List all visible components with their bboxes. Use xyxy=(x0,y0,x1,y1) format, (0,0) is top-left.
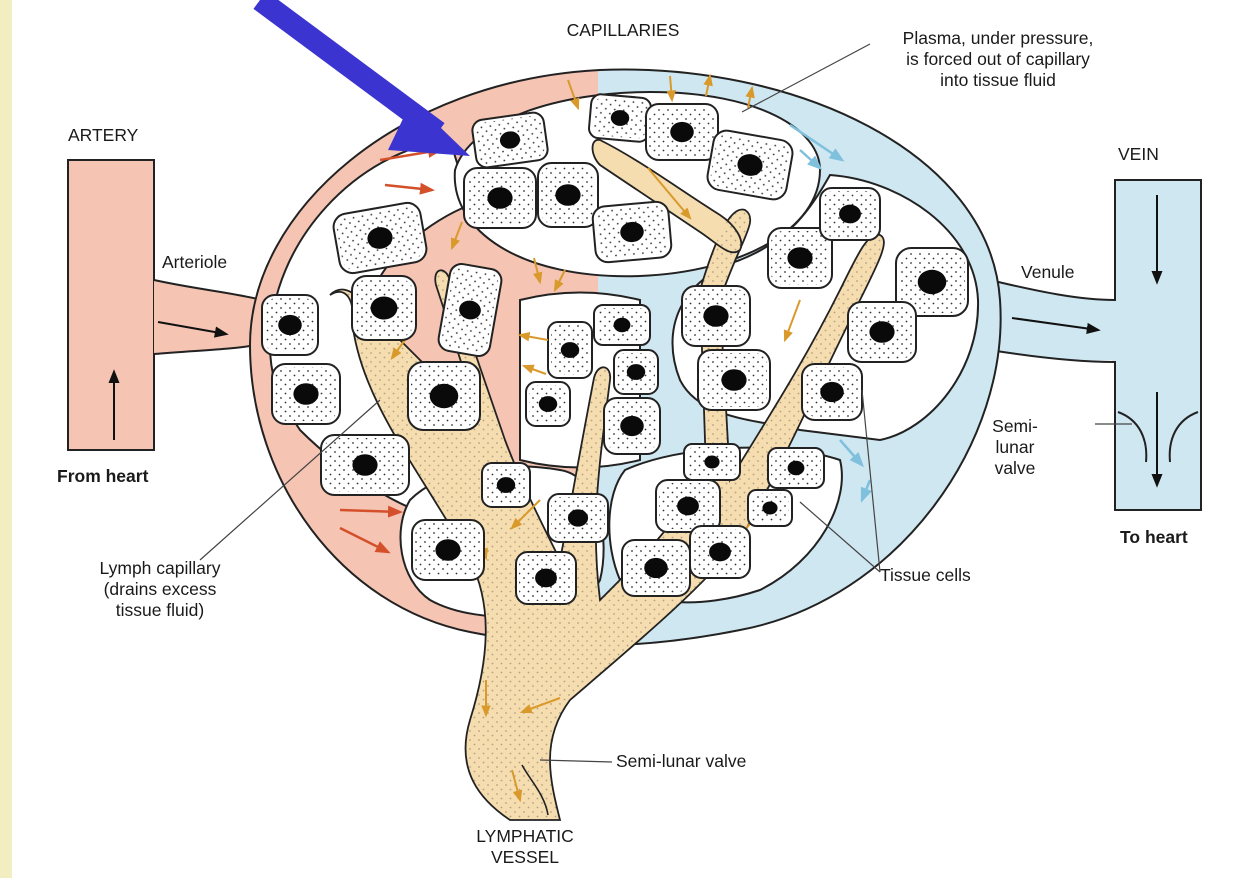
plasma-annotation: Plasma, under pressure, is forced out of… xyxy=(868,28,1128,91)
lymphatic-line-1: LYMPHATIC xyxy=(450,826,600,847)
artery-label: ARTERY xyxy=(68,125,138,146)
tissue-cell xyxy=(690,526,750,578)
tissue-cell xyxy=(802,364,862,420)
tissue-cell xyxy=(262,295,318,355)
tissue-cell xyxy=(538,163,598,227)
tissue-cell xyxy=(592,201,673,263)
tissue-cell xyxy=(622,540,690,596)
tissue-cell xyxy=(820,188,880,240)
lymphatic-vessel-label: LYMPHATIC VESSEL xyxy=(450,826,600,868)
tissue-cell xyxy=(768,448,824,488)
lymphatic-line-2: VESSEL xyxy=(450,847,600,868)
tissue-cell xyxy=(604,398,660,454)
plasma-line-3: into tissue fluid xyxy=(868,70,1128,91)
tissue-cell xyxy=(526,382,570,426)
tissue-cells-label: Tissue cells xyxy=(880,565,971,586)
lymph-capillary-line-3: tissue fluid) xyxy=(70,600,250,621)
tissue-cell xyxy=(321,435,409,495)
capillaries-label: CAPILLARIES xyxy=(548,20,698,41)
tissue-cell xyxy=(516,552,576,604)
tissue-cell xyxy=(272,364,340,424)
tissue-cell xyxy=(548,322,592,378)
tissue-cell xyxy=(656,480,720,532)
tissue-cell xyxy=(748,490,792,526)
plasma-line-2: is forced out of capillary xyxy=(868,49,1128,70)
lymph-capillary-line-1: Lymph capillary xyxy=(70,558,250,579)
to-heart-label: To heart xyxy=(1120,527,1188,548)
lymph-capillary-label: Lymph capillary (drains excess tissue fl… xyxy=(70,558,250,621)
plasma-line-1: Plasma, under pressure, xyxy=(868,28,1128,49)
tissue-cell xyxy=(588,93,652,142)
venule-label: Venule xyxy=(1021,262,1075,283)
vein-valve-line-2: lunar xyxy=(960,437,1070,458)
tissue-cell xyxy=(682,286,750,346)
tissue-cell xyxy=(548,494,608,542)
tissue-cell xyxy=(646,104,718,160)
tissue-cell xyxy=(705,129,794,202)
arteriole-label: Arteriole xyxy=(162,252,227,273)
vein-valve-label: Semi- lunar valve xyxy=(960,416,1070,479)
tissue-cell xyxy=(471,111,549,169)
tissue-cell xyxy=(698,350,770,410)
lymph-valve-label: Semi-lunar valve xyxy=(616,751,746,772)
tissue-cell xyxy=(408,362,480,430)
vein-label: VEIN xyxy=(1118,144,1159,165)
vein-valve-line-3: valve xyxy=(960,458,1070,479)
lymph-capillary-line-2: (drains excess xyxy=(70,579,250,600)
tissue-cell xyxy=(352,276,416,340)
vein-valve-line-1: Semi- xyxy=(960,416,1070,437)
tissue-cell xyxy=(768,228,832,288)
from-heart-label: From heart xyxy=(57,466,148,487)
tissue-cell xyxy=(464,168,536,228)
tissue-cell xyxy=(482,463,530,507)
artery xyxy=(68,160,262,450)
tissue-cell xyxy=(412,520,484,580)
tissue-cell xyxy=(684,444,740,480)
tissue-cell xyxy=(848,302,916,362)
tissue-cell xyxy=(614,350,658,394)
pointer-arrow xyxy=(260,0,470,156)
tissue-cell xyxy=(594,305,650,345)
